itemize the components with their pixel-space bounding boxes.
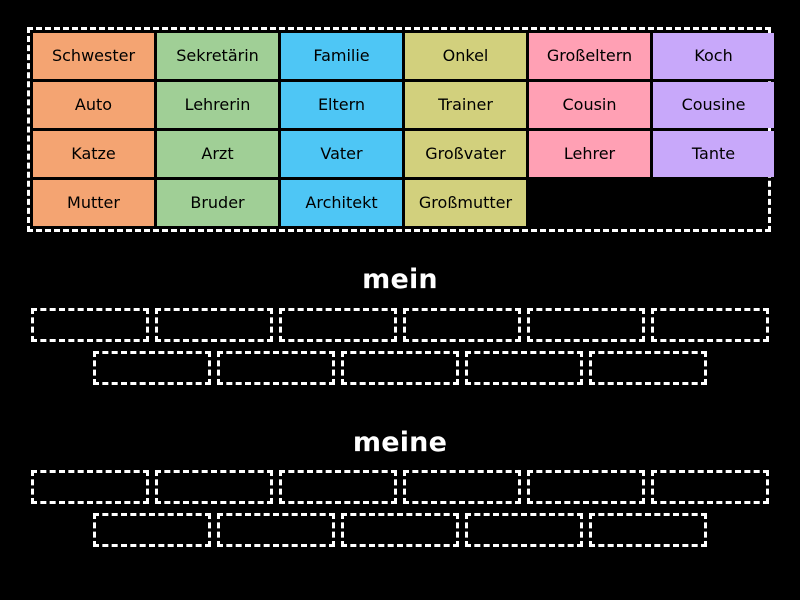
drop-slot[interactable] [465,513,583,547]
word-bank-row: Schwester Sekretärin Familie Onkel Große… [33,33,774,79]
section-title-mein: mein [362,264,438,295]
word-tile[interactable]: Cousine [653,82,774,128]
drop-slot[interactable] [31,470,149,504]
word-tile[interactable]: Großmutter [405,180,526,226]
drop-slot[interactable] [279,470,397,504]
word-tile[interactable]: Auto [33,82,154,128]
dropzone-meine-row-1 [0,470,800,504]
word-bank-rows: Schwester Sekretärin Familie Onkel Große… [33,33,774,226]
word-bank-row: Mutter Bruder Architekt Großmutter [33,180,765,226]
drop-slot[interactable] [651,308,769,342]
drop-slot[interactable] [93,513,211,547]
word-tile[interactable]: Eltern [281,82,402,128]
word-bank: Schwester Sekretärin Familie Onkel Große… [27,27,774,232]
dropzone-mein-row-2 [0,351,800,385]
word-tile[interactable]: Familie [281,33,402,79]
drop-slot[interactable] [403,470,521,504]
dropzone-meine-row-2 [0,513,800,547]
drop-slot[interactable] [279,308,397,342]
drop-slot[interactable] [93,351,211,385]
section-title-meine: meine [352,427,448,458]
dropzone-meine [0,470,800,556]
drop-slot[interactable] [155,308,273,342]
word-tile[interactable]: Koch [653,33,774,79]
word-bank-row: Auto Lehrerin Eltern Trainer Cousin Cous… [33,82,774,128]
word-tile[interactable]: Lehrerin [157,82,278,128]
word-tile[interactable]: Trainer [405,82,526,128]
drop-slot[interactable] [31,308,149,342]
word-tile[interactable]: Großvater [405,131,526,177]
word-tile[interactable]: Bruder [157,180,278,226]
word-tile[interactable]: Großeltern [529,33,650,79]
drop-slot[interactable] [217,513,335,547]
word-tile[interactable]: Mutter [33,180,154,226]
dropzone-mein [0,308,800,394]
word-tile[interactable]: Katze [33,131,154,177]
word-bank-row: Katze Arzt Vater Großvater Lehrer Tante [33,131,774,177]
drop-slot[interactable] [527,308,645,342]
drop-slot[interactable] [589,513,707,547]
dropzone-mein-row-1 [0,308,800,342]
word-tile[interactable]: Arzt [157,131,278,177]
drop-slot[interactable] [155,470,273,504]
drop-slot[interactable] [217,351,335,385]
word-tile[interactable]: Architekt [281,180,402,226]
word-tile[interactable]: Sekretärin [157,33,278,79]
word-tile[interactable]: Tante [653,131,774,177]
drop-slot[interactable] [527,470,645,504]
drop-slot[interactable] [403,308,521,342]
drop-slot[interactable] [465,351,583,385]
word-tile[interactable]: Onkel [405,33,526,79]
drop-slot[interactable] [651,470,769,504]
word-tile[interactable]: Vater [281,131,402,177]
drop-slot[interactable] [589,351,707,385]
drop-slot[interactable] [341,513,459,547]
drop-slot[interactable] [341,351,459,385]
word-tile[interactable]: Cousin [529,82,650,128]
word-tile[interactable]: Lehrer [529,131,650,177]
word-tile[interactable]: Schwester [33,33,154,79]
